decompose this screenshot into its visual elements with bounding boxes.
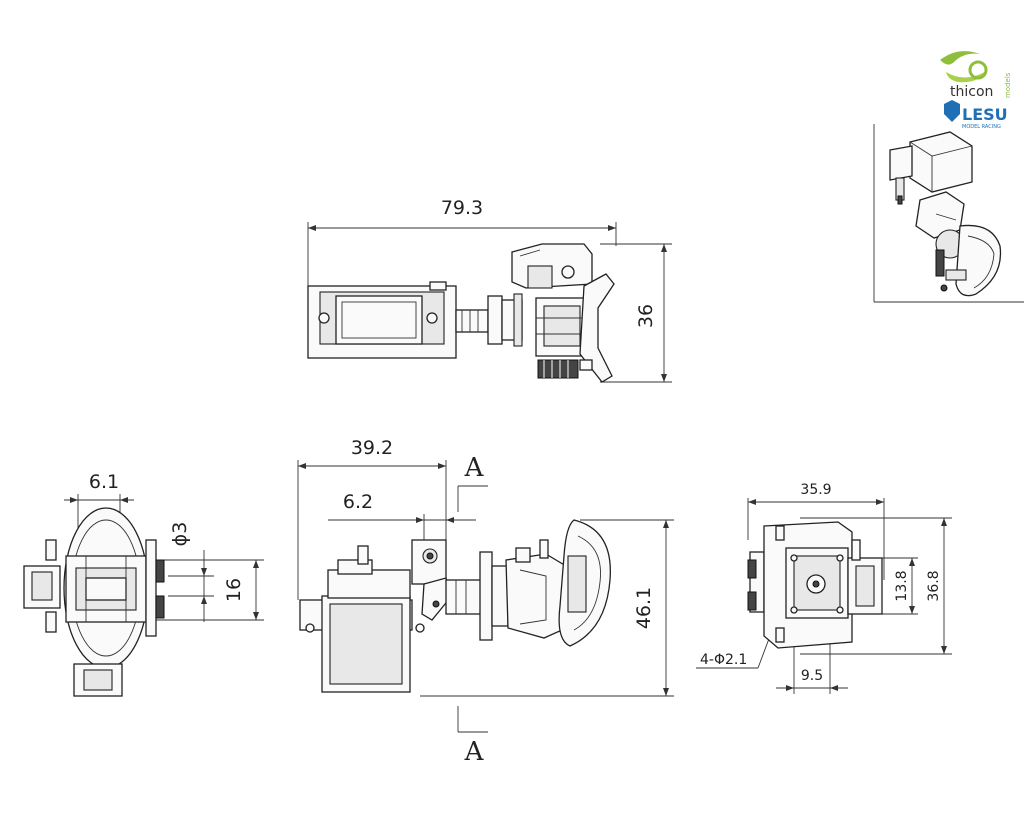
dim-front-width: 39.2 (351, 437, 393, 459)
thicon-logo-text: thicon (950, 84, 993, 100)
dim-back-width: 35.9 (800, 482, 831, 498)
dim-front-offset: 6.2 (343, 491, 373, 513)
mount-hole-icon (790, 606, 798, 614)
lion-head-icon (944, 100, 960, 122)
lesu-logo-text: LESU (962, 105, 1008, 124)
front-drive-shaft (445, 579, 483, 615)
front-view: 39.2 6.2 A A 46.1 (297, 437, 674, 767)
front-servo-horn (357, 545, 369, 565)
top-drive-shaft (455, 309, 489, 333)
lesu-logo: LESU MODEL RACING (944, 100, 1008, 130)
mount-hole-icon (836, 606, 844, 614)
isometric-view-inset (873, 124, 1024, 303)
top-servo-body (335, 295, 423, 345)
dim-back-inner-height: 13.8 (894, 570, 910, 601)
dim-back-offset: 9.5 (801, 668, 823, 684)
dim-back-height: 36.8 (926, 570, 942, 601)
isometric-knuckle (915, 191, 1002, 297)
dim-top-height: 36 (635, 304, 657, 328)
top-view: 79.3 36 (307, 197, 672, 383)
dim-side-diameter: ϕ3 (169, 522, 191, 547)
mount-hole-icon (836, 554, 844, 562)
section-marker-bottom: A (464, 737, 485, 767)
mount-hole-icon (790, 554, 798, 562)
isometric-servo (889, 131, 973, 205)
dim-side-width: 6.1 (89, 471, 119, 493)
back-view: 35.9 13.8 36.8 4-Φ2.1 9.5 (696, 482, 952, 694)
side-view: 6.1 ϕ3 16 (23, 471, 264, 697)
thicon-logo-sub: models (1004, 72, 1012, 98)
thicon-logo: thicon models (940, 51, 1012, 100)
section-marker-top: A (464, 453, 485, 483)
dim-front-height: 46.1 (633, 587, 655, 629)
lesu-logo-sub: MODEL RACING (962, 124, 1001, 130)
screw-icon (426, 312, 438, 324)
dim-back-holes: 4-Φ2.1 (700, 652, 747, 668)
dim-side-height: 16 (223, 578, 245, 602)
dim-top-width: 79.3 (441, 197, 483, 219)
screw-icon (318, 312, 330, 324)
